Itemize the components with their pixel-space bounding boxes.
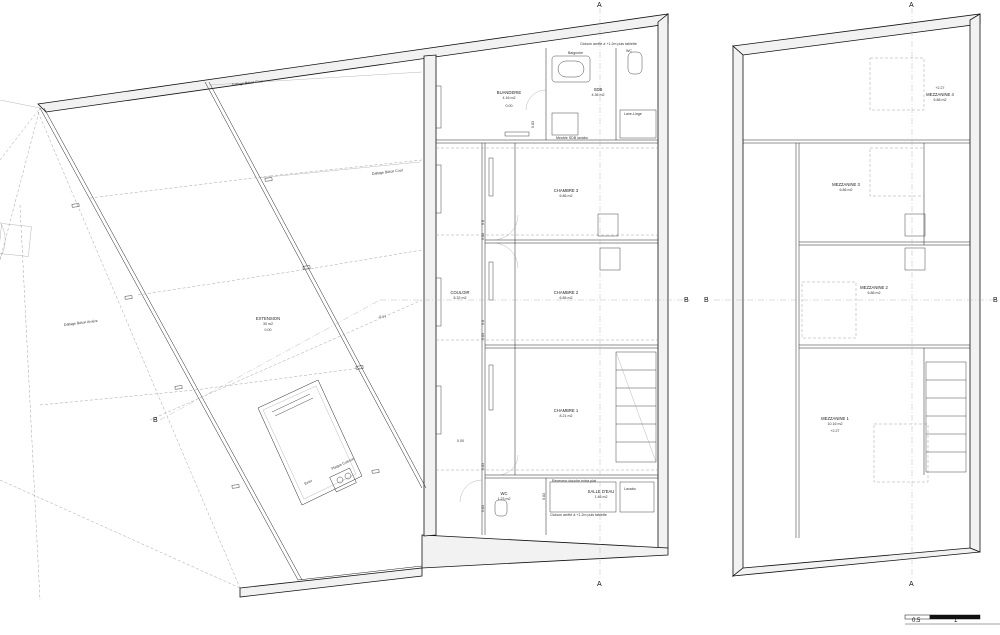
ground-floor-labels: EXTENSION 30 m2 0.00 BUANDERIE 4.16 m2 0…	[256, 87, 614, 501]
site-context-lines	[0, 99, 241, 601]
ground-floor-notes: Dallage Béton Cour Dallage Béton Cour Da…	[64, 42, 642, 517]
room-area: 8.21 m2	[560, 414, 573, 418]
note-door-2: 0.83	[481, 233, 485, 240]
upper-floor-walls	[731, 13, 981, 577]
note-small-2: 0.8	[481, 320, 485, 325]
room-name: MEZZANINE 2	[860, 285, 888, 290]
room-name: CHAMBRE 2	[554, 290, 579, 295]
upper-floor-labels: +2.27 MEZZANINE 4 6.86 m2 MEZZANINE 3 6.…	[821, 86, 954, 433]
room-area: 6.86 m2	[560, 194, 573, 198]
room-area: 6.86 m2	[934, 98, 947, 102]
note-cloison-bottom: Cloison arrêté à +1.2m puis tablette	[550, 513, 607, 517]
room-name: BUANDERIE	[497, 90, 522, 95]
room-name: SDB	[594, 87, 603, 92]
note-door-4: 0.83	[481, 463, 485, 470]
room-name: MEZZANINE 1	[821, 416, 849, 421]
room-name: MEZZANINE 4	[926, 92, 954, 97]
room-area: 6.86 m2	[868, 291, 881, 295]
note-door-3: 0.83	[481, 333, 485, 340]
scale-bar: 0.5 1	[904, 614, 1000, 625]
room-area: 1.46 m2	[595, 495, 608, 499]
note-cloison-top: Cloison arrêté à +1.2m puis tablette	[580, 42, 637, 46]
room-name: CHAMBRE 1	[554, 408, 579, 413]
axis-a-top-2: A	[909, 2, 914, 9]
note-level-ext: -0.07	[378, 315, 386, 319]
note-door-6: 0.83	[542, 493, 546, 500]
room-name: EXTENSION	[256, 316, 280, 321]
room-level: 0.00	[265, 328, 272, 332]
room-area: 30 m2	[263, 322, 273, 326]
section-lines	[159, 8, 995, 580]
note-dallage-3: Dallage Béton Arrière	[64, 319, 98, 327]
note-receveur: Receveur douche extra plat	[552, 479, 596, 483]
scale-label-end: 1	[954, 618, 958, 624]
room-area: 10.16 m2	[828, 422, 843, 426]
extension-slab	[39, 71, 427, 581]
note-door-1: 0.83	[531, 121, 535, 128]
note-door-5: 0.83	[481, 505, 485, 512]
room-area: 4.16 m2	[503, 96, 516, 100]
room-level: +2.27	[935, 86, 944, 90]
room-area: 4.36 m2	[592, 93, 605, 97]
note-level-couloir: 0.00	[457, 439, 464, 443]
room-area: 6.86 m2	[560, 296, 573, 300]
note-lave-linge: Lave-Linge	[624, 112, 642, 116]
axis-b-left-1: B	[684, 297, 689, 304]
room-area: 6.86 m2	[840, 188, 853, 192]
axis-a-top-1: A	[597, 2, 602, 9]
ground-floor-partitions	[435, 48, 658, 535]
room-name: COULOIR	[450, 290, 469, 295]
room-name: WC	[501, 491, 508, 496]
note-plaque: Plaque Cuisson	[331, 457, 356, 471]
note-evier: Evier	[304, 478, 314, 485]
scale-label-mid: 0.5	[912, 618, 921, 624]
room-level: +2.27	[830, 429, 839, 433]
note-dallage-2: Dallage Béton Cour	[372, 168, 404, 176]
axis-a-bottom-1: A	[597, 581, 602, 588]
room-area: 8.32 m2	[454, 296, 467, 300]
room-level: 0.00	[506, 104, 513, 108]
note-dallage-1: Dallage Béton Cour	[232, 79, 264, 87]
note-meuble: Meuble SDB lavabo	[556, 136, 588, 140]
note-wc-small: WC	[626, 49, 632, 53]
axis-b-left-2: B	[704, 297, 709, 304]
axis-b-diagonal: B	[153, 417, 158, 424]
room-name: CHAMBRE 3	[554, 188, 579, 193]
room-name: SALLE D'EAU	[588, 489, 615, 494]
note-small-1: 0.8	[481, 220, 485, 225]
note-baignoire: Baignoire	[568, 51, 583, 55]
upper-floor-partitions	[743, 57, 970, 538]
section-markers: A A A A B B B B	[153, 2, 998, 588]
room-name: MEZZANINE 3	[832, 182, 860, 187]
ground-floor-walls	[37, 13, 669, 598]
note-lavabo: Lavabo	[624, 487, 636, 491]
axis-a-bottom-2: A	[909, 581, 914, 588]
axis-b-right: B	[993, 297, 998, 304]
room-area: 1.23 m2	[498, 497, 511, 501]
